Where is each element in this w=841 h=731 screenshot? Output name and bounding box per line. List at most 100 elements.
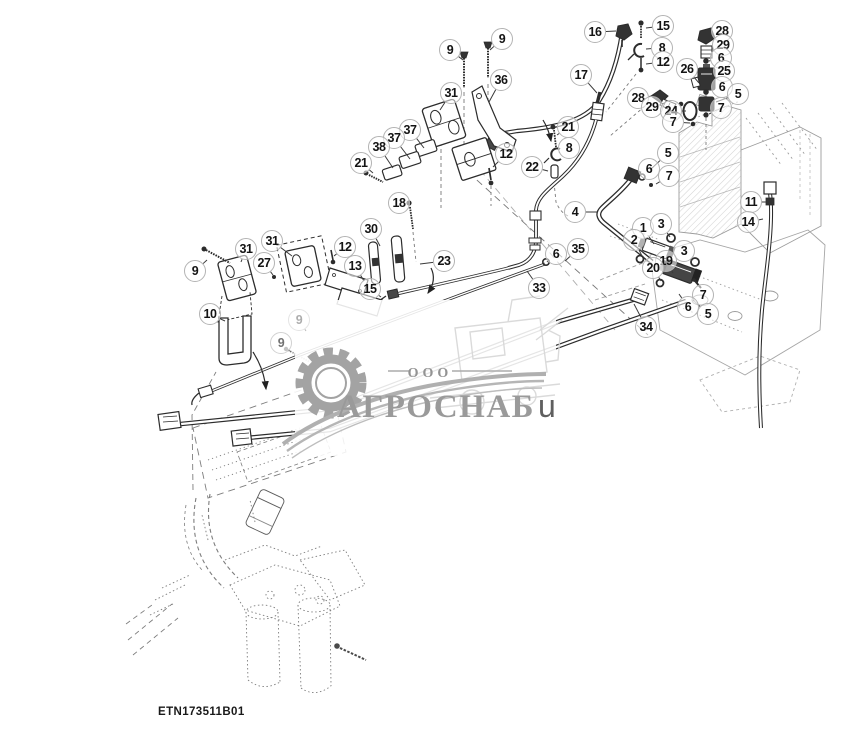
callout-5: 5 — [727, 83, 749, 105]
leader-line-9 — [288, 349, 292, 353]
callout-4: 4 — [564, 201, 586, 223]
callout-15: 15 — [652, 15, 674, 37]
context-transmission-housing — [594, 93, 826, 413]
leader-line-15 — [378, 295, 382, 298]
leader-line-31 — [439, 101, 446, 111]
leader-line-34 — [633, 303, 642, 318]
swoosh-graphic — [281, 372, 547, 459]
callout-13: 13 — [344, 255, 366, 277]
callout-34: 34 — [635, 316, 657, 338]
leader-line-1 — [648, 236, 655, 245]
callout-33: 33 — [528, 277, 550, 299]
leader-line-9 — [489, 46, 495, 51]
leader-line-10 — [219, 318, 226, 322]
bolt-15 — [638, 20, 644, 39]
leader-line-9 — [202, 259, 208, 264]
callout-12: 12 — [495, 143, 517, 165]
leader-line-36 — [488, 89, 497, 103]
leader-line-31 — [280, 247, 293, 257]
leader-line-26 — [693, 77, 700, 84]
callout-9: 9 — [184, 260, 206, 282]
leader-line-2 — [638, 249, 643, 257]
callout-7: 7 — [710, 97, 732, 119]
watermark-company-name: АГРОСНАБ — [337, 389, 535, 425]
figure-code-label: ETN173511B01 — [158, 706, 245, 718]
callout-38: 38 — [368, 136, 390, 158]
callout-9: 9 — [270, 332, 292, 354]
callout-17: 17 — [570, 64, 592, 86]
callout-12: 12 — [334, 236, 356, 258]
callout-7: 7 — [658, 165, 680, 187]
callout-31: 31 — [261, 230, 283, 252]
clamp-group-mid — [542, 119, 562, 179]
clamp-group-top — [363, 41, 517, 186]
callout-3: 3 — [650, 213, 672, 235]
leader-line-12 — [492, 161, 499, 168]
callout-15: 15 — [359, 278, 381, 300]
leader-line-14 — [758, 218, 764, 221]
watermark-suffix: u — [538, 388, 556, 424]
callout-5: 5 — [697, 303, 719, 325]
callout-6: 6 — [545, 243, 567, 265]
callout-20: 20 — [642, 257, 664, 279]
leader-line-9 — [304, 329, 307, 332]
callout-8: 8 — [558, 137, 580, 159]
callout-2: 2 — [623, 229, 645, 251]
leader-line-27 — [270, 271, 274, 276]
callout-6: 6 — [677, 296, 699, 318]
callout-3: 3 — [673, 240, 695, 262]
leader-line-3 — [690, 259, 693, 262]
callout-18: 18 — [388, 192, 410, 214]
leader-line-37 — [416, 138, 425, 149]
callout-10: 10 — [199, 303, 221, 325]
leader-line-35 — [564, 256, 571, 262]
leader-line-21 — [369, 169, 374, 174]
callout-16: 16 — [584, 21, 606, 43]
hose-4 — [596, 166, 654, 264]
leader-line-19 — [671, 270, 674, 274]
fitting-16 — [615, 23, 633, 47]
watermark: ООО АГРОСНАБ u — [281, 295, 569, 459]
leader-line-15 — [645, 26, 653, 29]
leader-line-23 — [419, 261, 434, 265]
callout-14: 14 — [737, 211, 759, 233]
watermark-company-prefix: ООО — [408, 366, 453, 381]
callout-9: 9 — [491, 28, 513, 50]
leader-line-20 — [658, 277, 662, 282]
callout-9: 9 — [439, 39, 461, 61]
callout-30: 30 — [360, 218, 382, 240]
callout-21: 21 — [350, 152, 372, 174]
hose-14 — [757, 181, 777, 429]
leader-line-33 — [526, 270, 534, 280]
callout-22: 22 — [521, 156, 543, 178]
callout-26: 26 — [676, 58, 698, 80]
callout-27: 27 — [253, 252, 275, 274]
clamp-8 — [627, 42, 645, 73]
callout-36: 36 — [490, 69, 512, 91]
context-lower-left-assembly — [125, 371, 367, 693]
leader-line-12 — [645, 62, 653, 65]
leader-line-17 — [587, 82, 598, 94]
callout-21: 21 — [557, 116, 579, 138]
leader-line-9 — [458, 56, 464, 61]
callout-9: 9 — [288, 309, 310, 331]
leader-line-3 — [666, 232, 671, 238]
leader-line-6 — [708, 88, 712, 91]
callout-31: 31 — [235, 238, 257, 260]
leader-line-30 — [375, 238, 381, 247]
leader-line-37 — [400, 146, 411, 160]
callout-5: 5 — [657, 142, 679, 164]
parts-lineart — [157, 20, 777, 447]
leader-line-38 — [384, 155, 394, 169]
callout-23: 23 — [433, 250, 455, 272]
callout-7: 7 — [662, 111, 684, 133]
callout-6: 6 — [638, 158, 660, 180]
callout-29: 29 — [641, 96, 663, 118]
gear-icon — [295, 347, 367, 419]
callout-31: 31 — [440, 82, 462, 104]
leader-line-31 — [240, 259, 243, 263]
callout-35: 35 — [567, 238, 589, 260]
callout-12: 12 — [652, 51, 674, 73]
callout-11: 11 — [740, 191, 762, 213]
